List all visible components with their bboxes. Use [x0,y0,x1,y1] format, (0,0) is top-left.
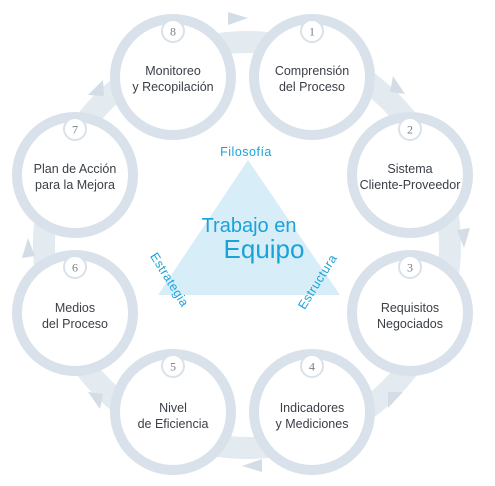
step-6: 6 Medios del Proceso [12,250,138,376]
step-number-badge [300,19,324,43]
step-label-line2: para la Mejora [35,178,115,192]
step-7: 7 Plan de Acción para la Mejora [12,112,138,238]
step-label-line2: Cliente-Proveedor [360,178,461,192]
arrow-1-2 [390,76,405,94]
arrow-8-1 [228,12,248,25]
step-number: 2 [407,123,413,137]
step-label-line2: y Recopilación [132,80,213,94]
step-number: 8 [170,25,176,39]
step-label-line1: Medios [55,301,95,315]
center-title-line2: Equipo [224,234,305,264]
step-label-line1: Plan de Acción [34,162,117,176]
step-label-line1: Requisitos [381,301,439,315]
step-number: 7 [72,123,78,137]
step-number: 5 [170,360,176,374]
step-label-line1: Sistema [387,162,432,176]
step-number-badge [63,255,87,279]
step-8: 8 Monitoreo y Recopilación [110,14,236,140]
step-number-badge [398,117,422,141]
step-label-line2: del Proceso [42,317,108,331]
step-3: 3 Requisitos Negociados [347,250,473,376]
step-label-line1: Monitoreo [145,64,201,78]
step-number: 1 [309,25,315,39]
step-label-line1: Comprensión [275,64,349,78]
step-label-line1: Indicadores [280,401,345,415]
step-number-badge [300,354,324,378]
step-number: 4 [309,360,315,374]
step-4: 4 Indicadores y Mediciones [249,349,375,475]
edge-label-top: Filosofía [220,145,272,159]
arrow-6-7 [22,238,35,258]
center-title-line1: Trabajo en [202,215,297,237]
step-2: 2 Sistema Cliente-Proveedor [347,112,473,238]
step-number-badge [398,255,422,279]
arrow-4-5 [242,459,262,472]
step-label-line2: y Mediciones [276,417,349,431]
step-5: 5 Nivel de Eficiencia [110,349,236,475]
arrow-7-8 [88,80,104,96]
step-number: 3 [407,261,413,275]
step-number: 6 [72,261,78,275]
center-triangle [158,160,340,295]
step-number-badge [63,117,87,141]
step-label-line2: Negociados [377,317,443,331]
step-label-line1: Nivel [159,401,187,415]
arrow-5-6 [88,392,103,409]
step-number-badge [161,354,185,378]
cycle-arrows [22,12,470,472]
step-label-line2: del Proceso [279,80,345,94]
arrow-3-4 [388,392,403,408]
arrow-2-3 [457,228,470,248]
cycle-ring [33,31,461,459]
step-label-line2: de Eficiencia [138,417,209,431]
step-number-badge [161,19,185,43]
step-1: 1 Comprensión del Proceso [249,14,375,140]
